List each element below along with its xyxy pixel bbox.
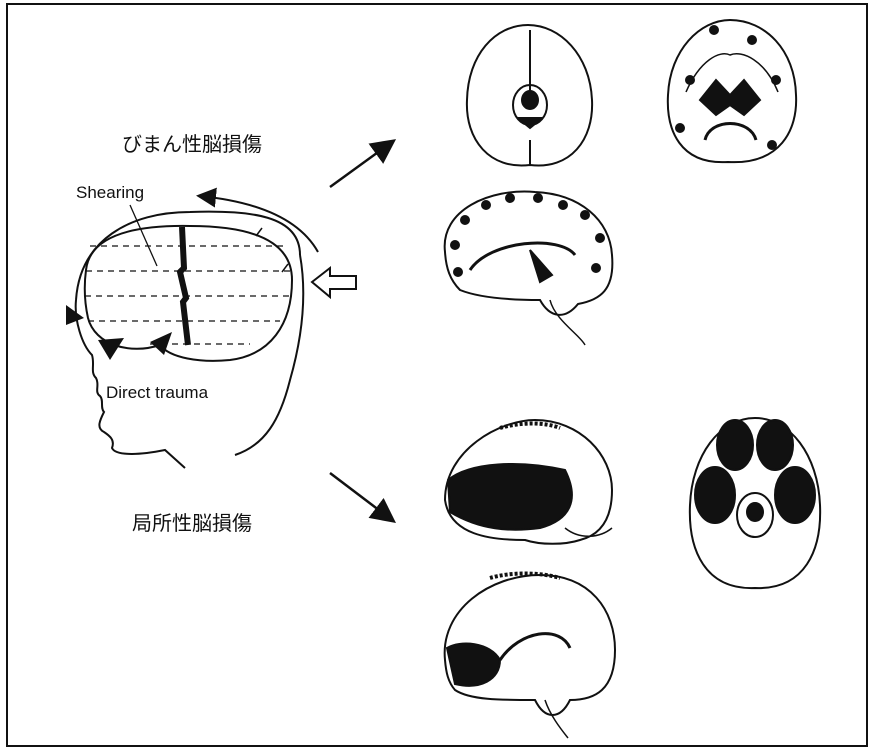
arrow-to-diffuse (330, 142, 392, 187)
shearing-label: Shearing (76, 183, 144, 203)
brain-coronal-icon (668, 20, 796, 162)
focal-injury-label: 局所性脳損傷 (132, 507, 252, 536)
arrow-to-focal (330, 473, 392, 520)
brain-axial-icon (467, 25, 592, 166)
direct-trauma-label: Direct trauma (106, 383, 208, 403)
head-profile-icon (76, 196, 318, 468)
diffuse-injury-label: びまん性脳損傷 (122, 128, 262, 157)
brain-sagittal-icon (445, 192, 613, 345)
impact-arrow-icon (312, 268, 356, 297)
brain-axial-focal-icon (690, 418, 820, 588)
direct-trauma-markers (66, 305, 172, 360)
brain-lateral-icon (445, 420, 612, 544)
brain-sagittal-focal-icon (445, 574, 615, 739)
